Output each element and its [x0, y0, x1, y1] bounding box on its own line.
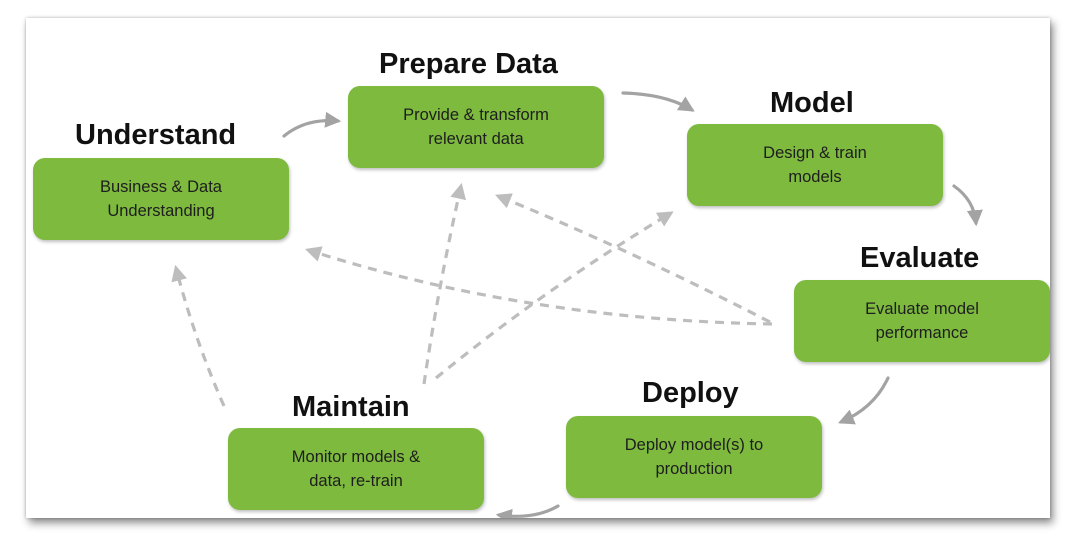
arrow-evaluate-to-prepare [495, 193, 771, 324]
lifecycle-diagram: Understand Business & Data Understanding… [26, 18, 1050, 518]
stage-title-deploy: Deploy [642, 377, 739, 409]
arrows-layer [171, 91, 983, 518]
stage-box-understand: Business & Data Understanding [33, 158, 289, 240]
arrow-maintain-to-prepare [422, 182, 466, 385]
stage-box-maintain: Monitor models & data, re-train [228, 428, 484, 510]
stage-title-understand: Understand [75, 119, 237, 151]
arrow-model-to-evaluate [952, 184, 983, 227]
stage-description-deploy: Deploy model(s) to production [624, 436, 764, 478]
arrow-maintain-to-understand [171, 264, 226, 407]
stage-box-deploy: Deploy model(s) to production [566, 416, 822, 498]
stage-description-model: Design & train models [763, 144, 867, 186]
stage-title-prepare-data: Prepare Data [379, 48, 558, 80]
stage-title-maintain: Maintain [292, 391, 410, 423]
stage-description-evaluate: Evaluate model performance [865, 300, 979, 342]
stage-description-maintain: Monitor models & data, re-train [291, 448, 421, 490]
arrow-evaluate-to-deploy [838, 376, 890, 425]
stage-box-evaluate: Evaluate model performance [794, 280, 1050, 362]
stage-box-prepare-data: Provide & transform relevant data [348, 86, 604, 168]
arrow-understand-to-prepare [282, 111, 342, 138]
arrow-prepare-to-model [621, 91, 695, 112]
arrow-deploy-to-maintain [495, 504, 560, 518]
stage-title-evaluate: Evaluate [860, 242, 980, 274]
arrow-evaluate-to-understand [304, 246, 773, 326]
stage-box-model: Design & train models [687, 124, 943, 206]
stage-description-understand: Business & Data Understanding [100, 178, 222, 220]
arrow-maintain-to-model [434, 211, 674, 380]
stage-title-model: Model [770, 87, 854, 119]
stage-description-prepare-data: Provide & transform relevant data [403, 106, 549, 148]
